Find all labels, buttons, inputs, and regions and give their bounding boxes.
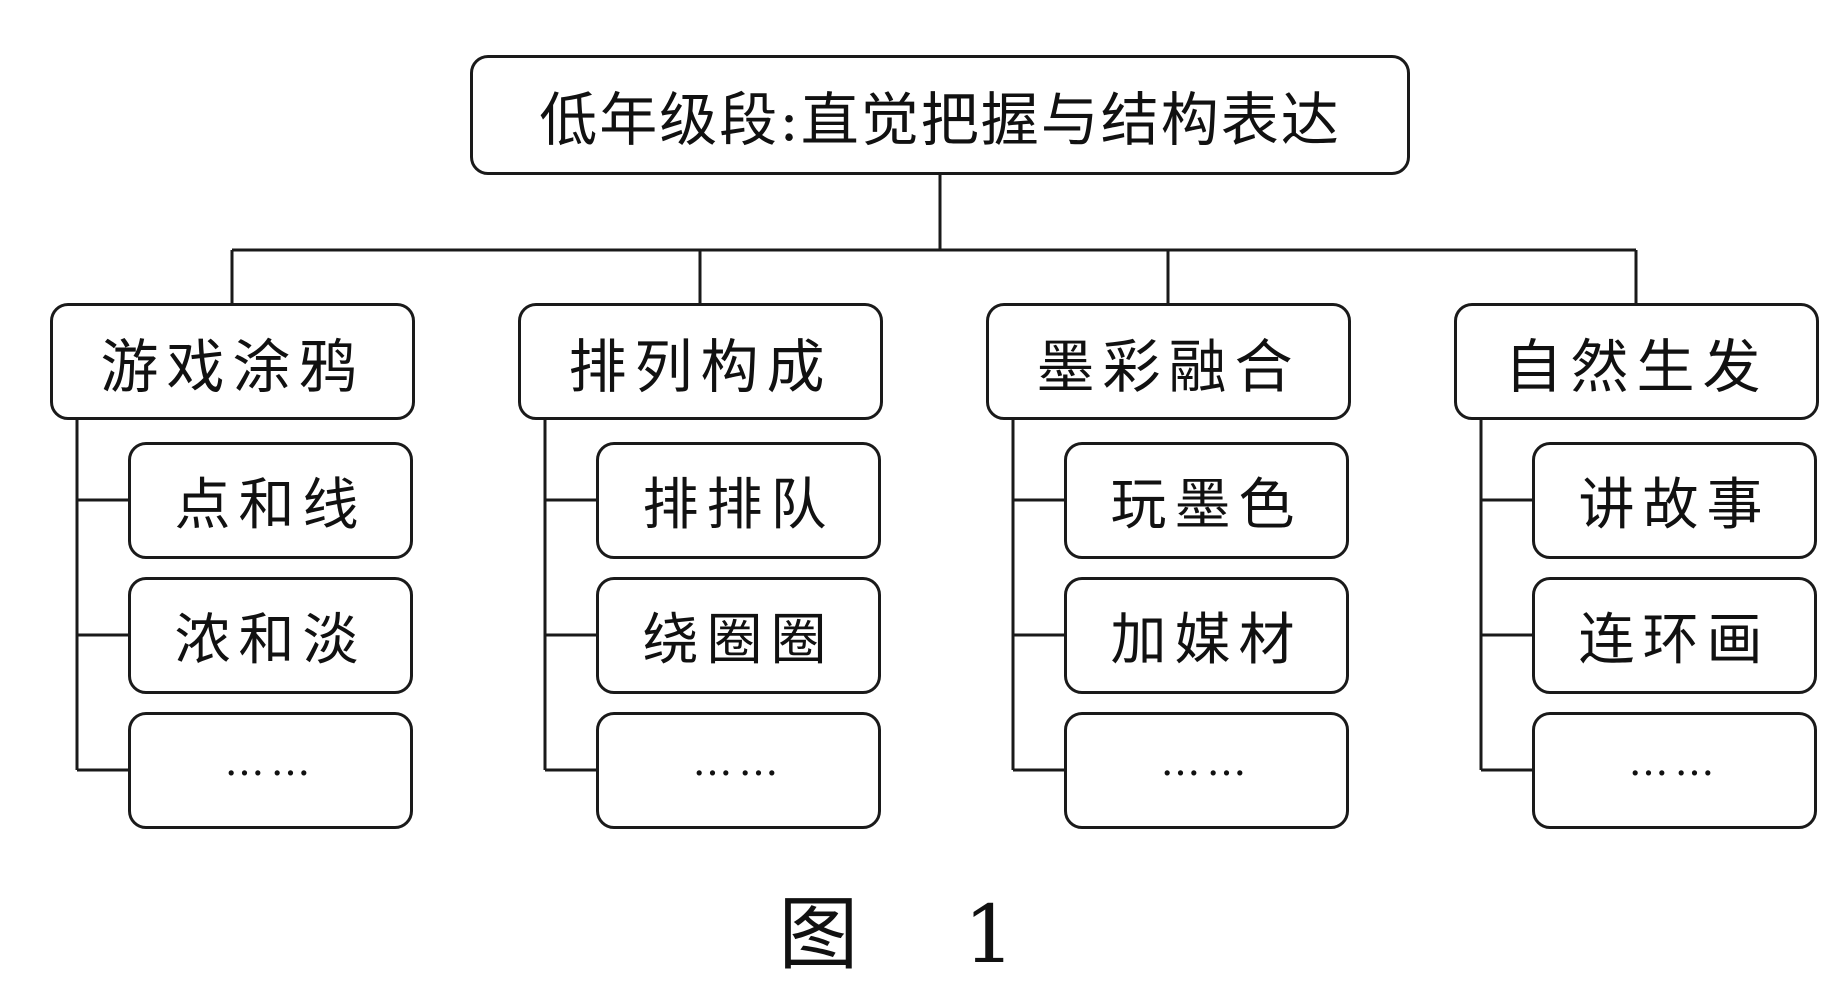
leaf-node-3-1: 玩墨色 — [1064, 442, 1349, 559]
figure-caption: 图 1 — [778, 888, 1055, 981]
leaf-node-2-2: 绕圈圈 — [596, 577, 881, 694]
category-label: 自然生发 — [1504, 332, 1769, 401]
leaf-node-1-3: …… — [128, 712, 413, 829]
leaf-node-1-1: 点和线 — [128, 442, 413, 559]
leaf-node-4-3: …… — [1532, 712, 1817, 829]
leaf-label: 点和线 — [174, 473, 367, 538]
category-node-4: 自然生发 — [1454, 303, 1819, 420]
leaf-label: 绕圈圈 — [642, 608, 835, 673]
root-node-label: 低年级段:直觉把握与结构表达 — [539, 86, 1341, 154]
leaf-label: 排排队 — [642, 473, 835, 538]
category-label: 游戏涂鸦 — [100, 332, 365, 401]
leaf-node-4-2: 连环画 — [1532, 577, 1817, 694]
category-node-2: 排列构成 — [518, 303, 883, 420]
category-node-1: 游戏涂鸦 — [50, 303, 415, 420]
category-node-3: 墨彩融合 — [986, 303, 1351, 420]
leaf-node-1-2: 浓和淡 — [128, 577, 413, 694]
leaf-node-2-3: …… — [596, 712, 881, 829]
category-label: 墨彩融合 — [1036, 332, 1301, 401]
leaf-label: …… — [1628, 738, 1721, 785]
leaf-node-4-1: 讲故事 — [1532, 442, 1817, 559]
leaf-node-3-3: …… — [1064, 712, 1349, 829]
leaf-label: 讲故事 — [1578, 473, 1771, 538]
leaf-label: 加媒材 — [1110, 608, 1303, 673]
leaf-node-3-2: 加媒材 — [1064, 577, 1349, 694]
leaf-label: 浓和淡 — [174, 608, 367, 673]
leaf-label: …… — [1160, 738, 1253, 785]
root-node: 低年级段:直觉把握与结构表达 — [470, 55, 1410, 175]
leaf-label: …… — [224, 738, 317, 785]
leaf-label: 连环画 — [1578, 608, 1771, 673]
leaf-label: …… — [692, 738, 785, 785]
leaf-label: 玩墨色 — [1110, 473, 1303, 538]
leaf-node-2-1: 排排队 — [596, 442, 881, 559]
category-label: 排列构成 — [568, 332, 833, 401]
